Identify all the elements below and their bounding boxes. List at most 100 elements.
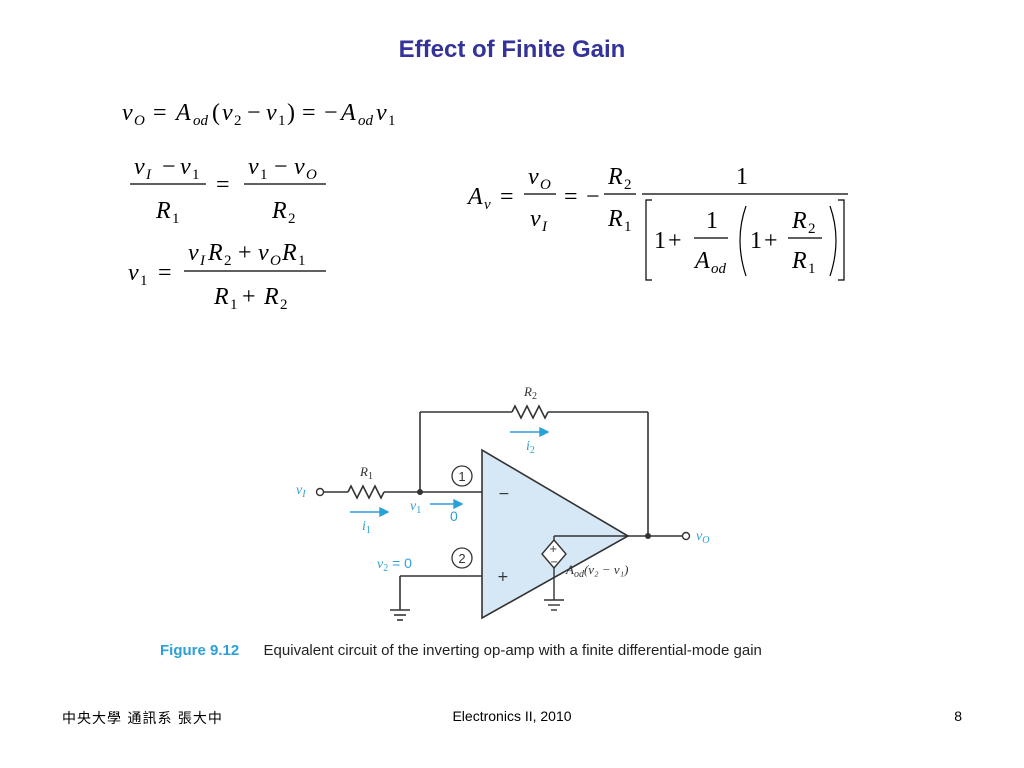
svg-text:2: 2 bbox=[808, 221, 816, 237]
junction-dot-input bbox=[417, 489, 423, 495]
svg-text:+: + bbox=[668, 228, 682, 254]
svg-text:v: v bbox=[128, 260, 139, 286]
r1-label: R1 bbox=[359, 464, 373, 482]
figure-caption: Figure 9.12 Equivalent circuit of the in… bbox=[160, 642, 762, 659]
svg-text:1: 1 bbox=[624, 219, 632, 235]
svg-text:1: 1 bbox=[172, 211, 180, 227]
svg-text:I: I bbox=[541, 219, 548, 235]
equation-kcl: v I − v 1 R 1 = v 1 − v O R 2 bbox=[130, 154, 326, 227]
svg-text:1: 1 bbox=[750, 228, 762, 254]
svg-text:1: 1 bbox=[192, 167, 200, 183]
footer-course: Electronics II, 2010 bbox=[452, 708, 572, 724]
svg-text:R: R bbox=[263, 284, 279, 310]
svg-text:v: v bbox=[258, 240, 269, 266]
svg-text:−: − bbox=[162, 154, 176, 180]
svg-text:od: od bbox=[711, 261, 727, 277]
svg-text:od: od bbox=[193, 113, 209, 129]
footer-affiliation: 中央大學 通訊系 張大中 bbox=[62, 711, 223, 727]
zero-current-label: 0 bbox=[450, 508, 458, 524]
opamp-circuit-diagram: + − 1 2 − + R2 R1 i2 i1 vI v1 0 v2 = 0 v… bbox=[296, 384, 709, 621]
svg-text:v: v bbox=[484, 197, 491, 213]
svg-text:v: v bbox=[180, 154, 191, 180]
svg-text:=: = bbox=[500, 184, 514, 210]
svg-text:od: od bbox=[358, 113, 374, 129]
svg-text:A: A bbox=[174, 100, 191, 126]
equation-vo-gain: v O = A od ( v 2 − v 1 ) = − A od v 1 bbox=[122, 100, 396, 129]
svg-text:2: 2 bbox=[224, 253, 232, 269]
svg-text:=: = bbox=[216, 172, 230, 198]
figure-caption-text: Equivalent circuit of the inverting op-a… bbox=[263, 642, 762, 659]
zero-current-arrow-head bbox=[453, 498, 464, 510]
svg-text:I: I bbox=[199, 253, 206, 269]
svg-text:R: R bbox=[607, 206, 623, 232]
svg-text:I: I bbox=[145, 167, 152, 183]
svg-text:(: ( bbox=[212, 100, 220, 126]
svg-text:O: O bbox=[540, 177, 551, 193]
svg-text:=: = bbox=[302, 100, 316, 126]
svg-text:v: v bbox=[122, 100, 133, 126]
svg-text:1: 1 bbox=[388, 113, 396, 129]
svg-text:1: 1 bbox=[278, 113, 286, 129]
svg-text:R: R bbox=[281, 240, 297, 266]
svg-text:R: R bbox=[607, 164, 623, 190]
v2-label: v2 = 0 bbox=[377, 555, 412, 574]
v1-label: v1 bbox=[410, 499, 421, 516]
inverting-sign: − bbox=[498, 486, 510, 502]
r2-label: R2 bbox=[523, 384, 537, 402]
svg-text:1: 1 bbox=[230, 297, 238, 313]
svg-text:1: 1 bbox=[140, 273, 148, 289]
svg-text:R: R bbox=[213, 284, 229, 310]
equation-v1: v 1 = v I R 2 + v O R 1 R 1 + R 2 bbox=[128, 240, 326, 313]
svg-text:+: + bbox=[764, 228, 778, 254]
svg-text:1: 1 bbox=[260, 167, 268, 183]
svg-text:O: O bbox=[306, 167, 317, 183]
opamp-triangle bbox=[481, 448, 630, 620]
dependent-source-label: Aod(v₂ − v₁) bbox=[565, 562, 628, 580]
i1-arrow-head bbox=[379, 506, 390, 518]
svg-text:1: 1 bbox=[298, 253, 306, 269]
node-1-label: 1 bbox=[458, 469, 465, 484]
svg-text:2: 2 bbox=[234, 113, 242, 129]
svg-text:R: R bbox=[155, 198, 171, 224]
svg-text:R: R bbox=[207, 240, 223, 266]
svg-text:R: R bbox=[271, 198, 287, 224]
i2-arrow-head bbox=[539, 426, 550, 438]
svg-text:A: A bbox=[339, 100, 356, 126]
junction-dot-output bbox=[645, 533, 651, 539]
svg-text:): ) bbox=[287, 100, 295, 126]
svg-text:+: + bbox=[238, 240, 252, 266]
output-terminal bbox=[681, 531, 691, 541]
figure-number: Figure 9.12 bbox=[160, 642, 240, 659]
svg-text:v: v bbox=[248, 154, 259, 180]
node-2-marker bbox=[451, 547, 473, 569]
svg-text:−: − bbox=[586, 184, 600, 210]
equation-closed-loop-gain: A v = v O v I = − R 2 R 1 1 1 + 1 A od 1… bbox=[466, 164, 848, 281]
svg-text:=: = bbox=[153, 100, 167, 126]
svg-text:v: v bbox=[188, 240, 199, 266]
resistor-r2 bbox=[511, 404, 549, 420]
svg-text:−: − bbox=[324, 100, 338, 126]
vI-label: vI bbox=[296, 483, 306, 500]
svg-text:R: R bbox=[791, 248, 807, 274]
svg-text:v: v bbox=[266, 100, 277, 126]
i2-label: i2 bbox=[526, 439, 535, 456]
source-minus-sign: − bbox=[550, 557, 558, 568]
svg-text:v: v bbox=[294, 154, 305, 180]
slide-title: Effect of Finite Gain bbox=[398, 36, 626, 63]
svg-text:A: A bbox=[466, 184, 483, 210]
svg-text:O: O bbox=[134, 113, 145, 129]
i1-label: i1 bbox=[362, 519, 371, 536]
svg-text:2: 2 bbox=[288, 211, 296, 227]
resistor-r1 bbox=[347, 484, 385, 500]
svg-text:2: 2 bbox=[624, 177, 632, 193]
svg-text:v: v bbox=[376, 100, 387, 126]
input-terminal bbox=[315, 487, 325, 497]
node-2-label: 2 bbox=[458, 551, 465, 566]
svg-text:=: = bbox=[158, 260, 172, 286]
svg-text:1: 1 bbox=[736, 164, 748, 190]
vO-label: vO bbox=[696, 529, 709, 546]
noninverting-sign: + bbox=[497, 569, 509, 585]
source-plus-sign: + bbox=[549, 544, 557, 555]
svg-text:v: v bbox=[222, 100, 233, 126]
svg-text:1: 1 bbox=[808, 261, 816, 277]
